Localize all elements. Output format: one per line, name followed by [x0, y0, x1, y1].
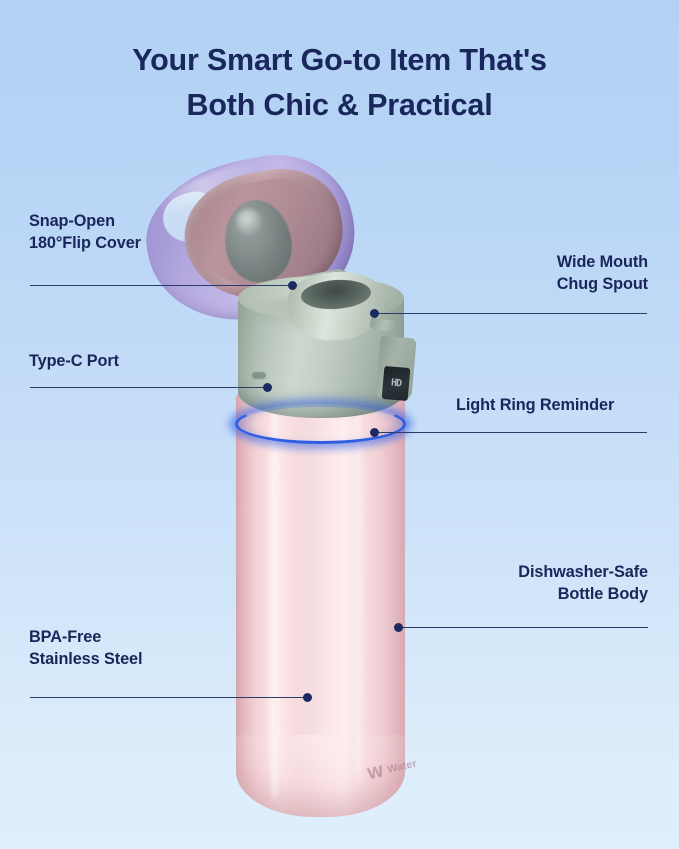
- bottle-body-highlight-left: [266, 400, 283, 800]
- callout-snap-open-line-2: 180°Flip Cover: [29, 234, 141, 253]
- leader-dot-type-c: [263, 383, 272, 392]
- display-reading: HD: [390, 377, 402, 390]
- brand-mark-icon: W: [365, 762, 386, 784]
- callout-type-c-port: Type-C Port: [29, 350, 119, 372]
- page-title-line-2: Both Chic & Practical: [186, 87, 493, 122]
- leader-line-type-c: [30, 387, 270, 389]
- leader-line-bpa-free: [30, 697, 310, 699]
- bottle-body-highlight-right: [352, 404, 365, 784]
- cap-display-screen: HD: [381, 365, 411, 402]
- callout-wide-mouth-chug-spout: Wide Mouth Chug Spout: [557, 251, 648, 296]
- callout-dishwasher-line-2: Bottle Body: [557, 585, 648, 604]
- leader-line-light-ring: [378, 432, 647, 434]
- seal-plug-highlight: [236, 209, 262, 235]
- callout-wide-mouth-line-2: Chug Spout: [556, 275, 648, 294]
- callout-light-ring-reminder: Light Ring Reminder: [456, 394, 614, 416]
- callout-snap-open-line-1: Snap-Open: [29, 212, 115, 230]
- brand-name-text: Water: [386, 757, 418, 777]
- leader-line-snap-open: [30, 285, 292, 287]
- bottle-body-base-shading: [236, 735, 405, 817]
- callout-type-c-line-1: Type-C Port: [29, 352, 119, 370]
- callout-dishwasher-line-1: Dishwasher-Safe: [518, 563, 648, 581]
- callout-dishwasher-safe-bottle-body: Dishwasher-Safe Bottle Body: [518, 561, 648, 606]
- callout-light-ring-line-1: Light Ring Reminder: [456, 396, 615, 414]
- callout-bpa-free-line-2: Stainless Steel: [29, 650, 143, 669]
- leader-dot-dishwasher: [394, 623, 403, 632]
- callout-wide-mouth-line-1: Wide Mouth: [556, 253, 648, 271]
- type-c-charging-port: [252, 372, 266, 379]
- leader-dot-light-ring: [370, 428, 379, 437]
- leader-line-wide-mouth: [378, 313, 647, 315]
- page-title: Your Smart Go-to Item That's Both Chic &…: [0, 38, 679, 128]
- callout-bpa-free-stainless-steel: BPA-Free Stainless Steel: [29, 626, 143, 671]
- light-ring: [235, 404, 406, 444]
- callout-bpa-free-line-1: BPA-Free: [29, 628, 102, 646]
- page-title-line-1: Your Smart Go-to Item That's: [132, 43, 547, 77]
- leader-line-dishwasher: [402, 627, 648, 629]
- leader-dot-wide-mouth: [370, 309, 379, 318]
- leader-dot-bpa-free: [303, 693, 312, 702]
- leader-dot-snap-open: [288, 281, 297, 290]
- callout-snap-open-flip-cover: Snap-Open 180°Flip Cover: [29, 210, 141, 255]
